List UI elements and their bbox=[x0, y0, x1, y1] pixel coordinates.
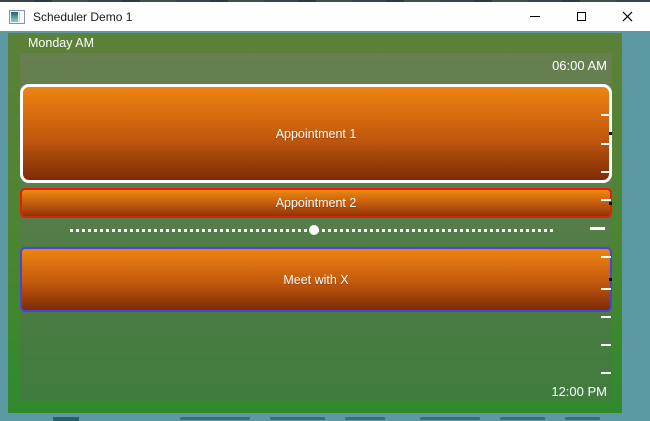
desktop-artifact bbox=[500, 417, 545, 420]
appointment-1[interactable]: Appointment 1 bbox=[20, 84, 612, 183]
desktop-artifact bbox=[345, 417, 385, 420]
day-header-label: Monday AM bbox=[28, 36, 95, 50]
time-tick bbox=[601, 199, 611, 201]
app-icon-pane bbox=[11, 11, 18, 22]
time-tick bbox=[601, 288, 611, 290]
appointment-handle-dot[interactable] bbox=[609, 132, 612, 135]
desktop-artifact bbox=[53, 417, 79, 421]
maximize-button[interactable] bbox=[558, 2, 604, 31]
desktop-artifact bbox=[270, 417, 325, 420]
minimize-icon bbox=[530, 16, 540, 17]
app-icon-pane bbox=[19, 11, 24, 22]
appointment-2[interactable]: Appointment 2 bbox=[20, 188, 612, 218]
end-time-label: 12:00 PM bbox=[551, 384, 607, 399]
window-title: Scheduler Demo 1 bbox=[33, 9, 133, 24]
time-tick bbox=[601, 256, 611, 258]
current-time-tick bbox=[590, 227, 605, 230]
appointment-3-label: Meet with X bbox=[283, 272, 349, 287]
titlebar: Scheduler Demo 1 bbox=[0, 2, 650, 31]
start-time-label: 06:00 AM bbox=[552, 58, 607, 73]
maximize-icon bbox=[576, 12, 586, 21]
window-content: Monday AM 06:00 AM 12:00 PM bbox=[0, 31, 650, 414]
scheduler-panel: Monday AM 06:00 AM 12:00 PM bbox=[8, 33, 622, 413]
close-icon bbox=[622, 11, 632, 22]
minimize-button[interactable] bbox=[512, 2, 558, 31]
appointment-3[interactable]: Meet with X bbox=[20, 247, 612, 312]
time-tick bbox=[601, 372, 611, 374]
time-tick bbox=[601, 143, 611, 145]
time-slider-thumb[interactable] bbox=[309, 225, 319, 235]
time-tick bbox=[601, 114, 611, 116]
window-controls bbox=[512, 2, 650, 31]
appointment-2-label: Appointment 2 bbox=[275, 196, 357, 210]
time-tick bbox=[601, 316, 611, 318]
desktop-edge-bottom bbox=[0, 414, 650, 421]
time-tick bbox=[601, 171, 611, 173]
day-view[interactable]: 06:00 AM 12:00 PM Appointm bbox=[20, 53, 612, 402]
close-button[interactable] bbox=[604, 2, 650, 31]
desktop-artifact bbox=[420, 417, 480, 420]
desktop-artifact bbox=[565, 417, 600, 420]
desktop-edge-top bbox=[0, 0, 650, 2]
time-tick bbox=[601, 344, 611, 346]
appointment-handle-dot[interactable] bbox=[609, 202, 612, 205]
appointment-handle-dot[interactable] bbox=[609, 278, 612, 281]
desktop-artifact bbox=[180, 417, 250, 420]
time-slider[interactable] bbox=[20, 225, 612, 237]
app-icon bbox=[9, 9, 25, 24]
appointment-1-label: Appointment 1 bbox=[275, 126, 357, 141]
